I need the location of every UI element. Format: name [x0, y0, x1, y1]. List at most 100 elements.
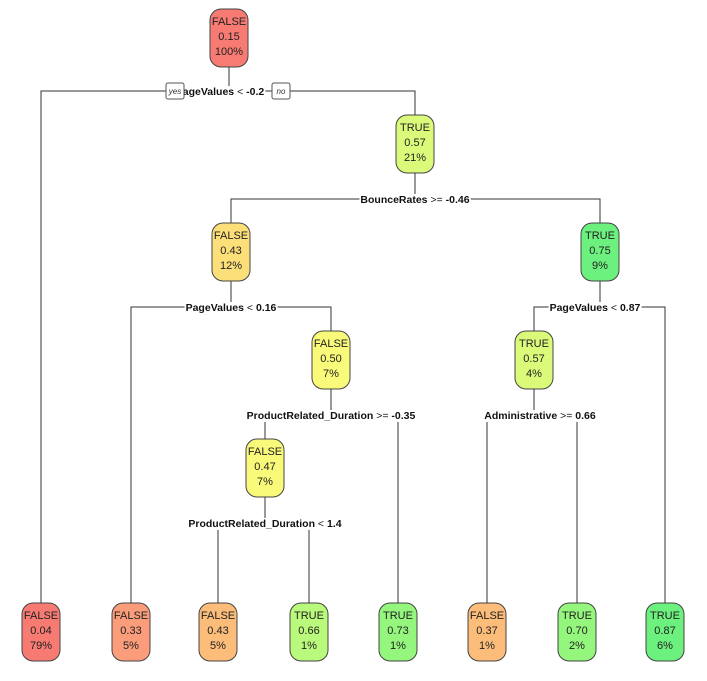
node-box — [645, 602, 685, 662]
node-box — [557, 602, 597, 662]
split-operator: < — [247, 302, 256, 314]
node-class-label: TRUE — [585, 230, 615, 242]
node-percent: 1% — [390, 640, 406, 652]
node-class-label: FALSE — [470, 610, 504, 622]
branch-yes-label: yes — [168, 87, 181, 96]
split-label-bg — [548, 302, 642, 314]
node-percent: 4% — [526, 368, 542, 380]
node-box — [378, 602, 418, 662]
split-label-bg — [187, 518, 343, 530]
node-class-label: FALSE — [24, 610, 58, 622]
split-label-bg — [184, 302, 278, 314]
node-probability: 0.43 — [220, 245, 241, 257]
node-box — [467, 602, 507, 662]
node-percent: 21% — [404, 152, 426, 164]
split-label: PageValues < -0.2 — [176, 86, 265, 98]
node-percent: 9% — [592, 260, 608, 272]
node-class-label: FALSE — [214, 230, 248, 242]
split-feature: Administrative — [484, 410, 560, 422]
node-probability: 0.70 — [566, 625, 587, 637]
tree-node: FALSE 0.15 100% — [209, 8, 249, 68]
split-label: ProductRelated_Duration < 1.4 — [188, 518, 341, 530]
tree-node: TRUE 0.87 6% — [645, 602, 685, 662]
split-operator: < — [318, 518, 327, 530]
tree-node: FALSE 0.37 1% — [467, 602, 507, 662]
split-feature: BounceRates — [360, 194, 430, 206]
edges — [40, 67, 666, 603]
node-class-label: FALSE — [114, 610, 148, 622]
split-operator: < — [611, 302, 620, 314]
node-probability: 0.37 — [476, 625, 497, 637]
split-operator: >= — [376, 410, 391, 422]
split-operator: >= — [430, 194, 445, 206]
node-percent: 2% — [569, 640, 585, 652]
node-box — [311, 330, 351, 390]
branch-no-label: no — [277, 87, 286, 96]
split-operator: >= — [560, 410, 575, 422]
tree-node: TRUE 0.70 2% — [557, 602, 597, 662]
split-feature: ProductRelated_Duration — [188, 518, 318, 530]
node-probability: 0.47 — [254, 461, 275, 473]
node-box — [198, 602, 238, 662]
edge-s_n5 — [533, 281, 666, 603]
node-percent: 1% — [479, 640, 495, 652]
split-label-bg — [359, 194, 471, 206]
nodes: FALSE 0.15 100% TRUE 0.57 21% FALSE 0.43 12% TRUE… — [21, 8, 685, 662]
node-box — [209, 8, 249, 68]
split-label: ProductRelated_Duration >= -0.35 — [247, 410, 416, 422]
node-box — [514, 330, 554, 390]
node-box — [21, 602, 61, 662]
node-probability: 0.87 — [654, 625, 675, 637]
split-feature: PageValues — [186, 302, 247, 314]
edge-s_n18 — [217, 497, 310, 603]
split-label: PageValues < 0.16 — [186, 302, 277, 314]
node-class-label: FALSE — [248, 446, 282, 458]
split-value: -0.2 — [246, 86, 264, 98]
split-value: 0.87 — [620, 302, 641, 314]
split-label-bg — [245, 410, 417, 422]
node-class-label: TRUE — [650, 610, 680, 622]
node-probability: 0.57 — [523, 353, 544, 365]
tree-node: FALSE 0.04 79% — [21, 602, 61, 662]
node-class-label: TRUE — [519, 338, 549, 350]
split-feature: PageValues — [176, 86, 237, 98]
node-box — [111, 602, 151, 662]
node-percent: 6% — [657, 640, 673, 652]
node-probability: 0.04 — [30, 625, 51, 637]
node-class-label: TRUE — [562, 610, 592, 622]
node-percent: 7% — [323, 368, 339, 380]
tree-node: FALSE 0.43 12% — [211, 222, 251, 282]
node-class-label: TRUE — [383, 610, 413, 622]
node-probability: 0.15 — [218, 31, 239, 43]
split-value: 0.66 — [575, 410, 596, 422]
node-percent: 12% — [220, 260, 242, 272]
split-label: Administrative >= 0.66 — [484, 410, 596, 422]
split-value: -0.35 — [391, 410, 415, 422]
node-box — [211, 222, 251, 282]
node-box — [395, 114, 435, 174]
node-percent: 79% — [30, 640, 52, 652]
node-box — [580, 222, 620, 282]
node-percent: 1% — [301, 640, 317, 652]
tree-node: TRUE 0.57 4% — [514, 330, 554, 390]
split-label-bg — [483, 410, 597, 422]
node-class-label: FALSE — [212, 16, 246, 28]
split-value: 1.4 — [327, 518, 342, 530]
split-value: -0.46 — [446, 194, 470, 206]
branch-no-box: no — [271, 82, 291, 100]
node-probability: 0.43 — [207, 625, 228, 637]
node-probability: 0.57 — [404, 137, 425, 149]
split-feature: ProductRelated_Duration — [247, 410, 377, 422]
node-class-label: TRUE — [294, 610, 324, 622]
node-percent: 100% — [215, 46, 243, 58]
